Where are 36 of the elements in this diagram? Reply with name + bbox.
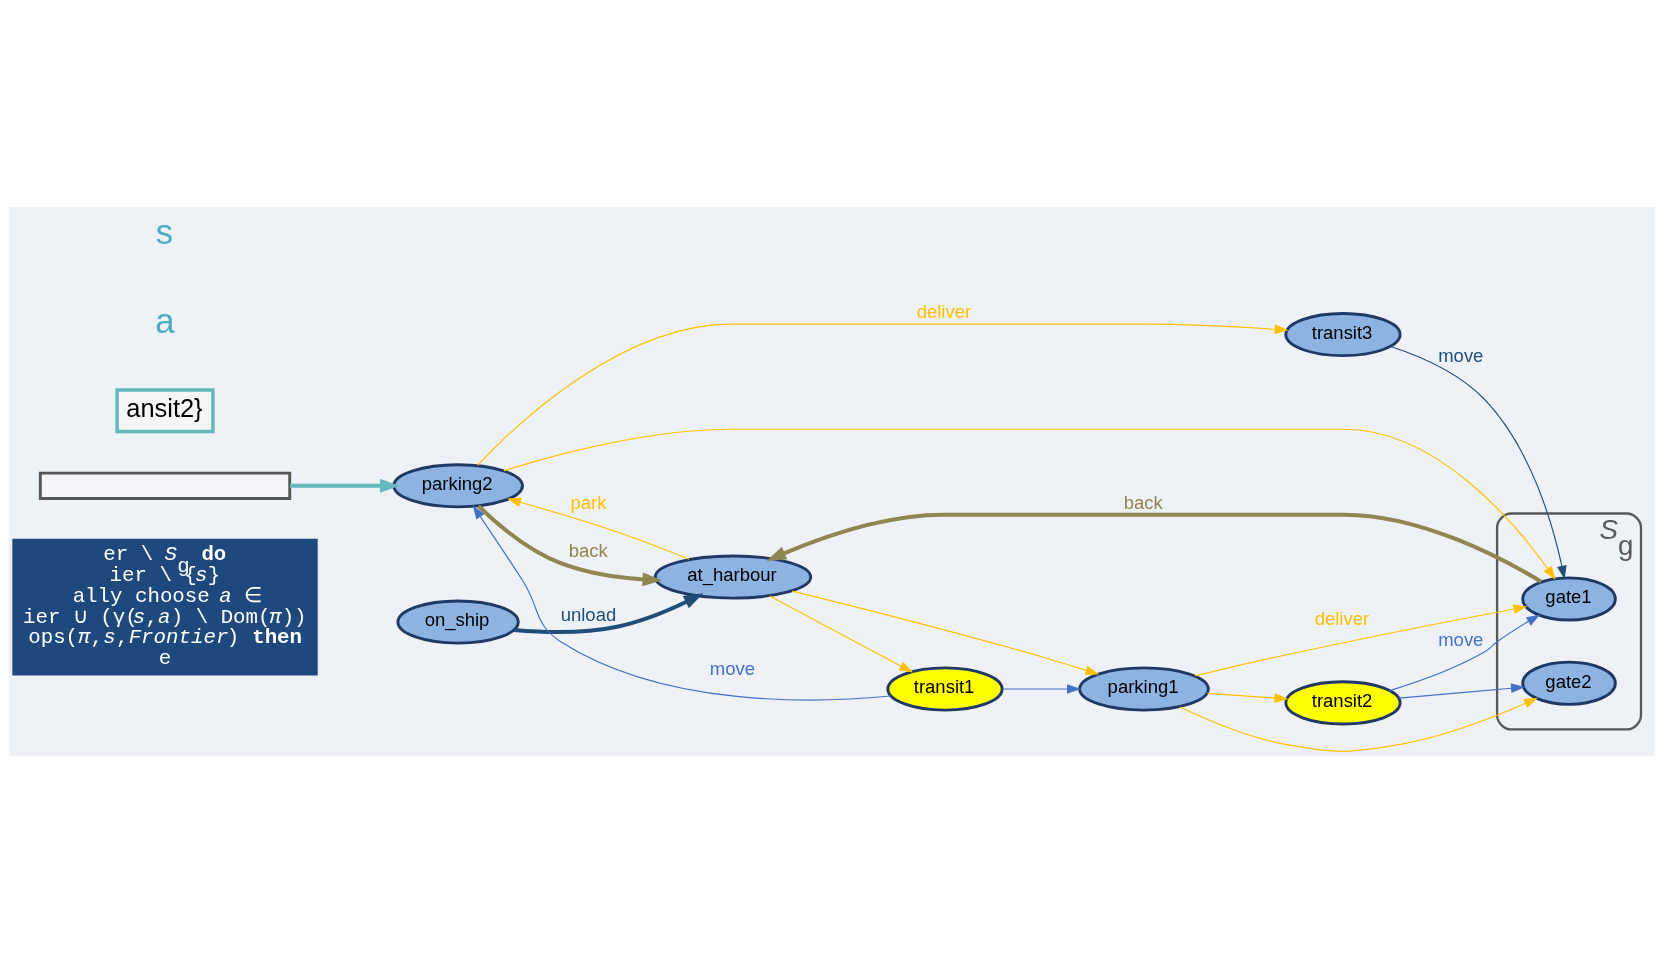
node-ellipse: at_harbour — [653, 554, 813, 600]
edge-label: unload — [560, 603, 617, 625]
arrow — [507, 497, 690, 560]
edge-label: park — [570, 491, 607, 513]
node-ellipse: transit1 — [886, 666, 1004, 712]
arrow — [1390, 345, 1567, 580]
node-ellipse: transit2 — [1284, 680, 1402, 726]
node-ellipse: gate1 — [1521, 576, 1617, 622]
label: a — [155, 301, 175, 340]
edge-label: back — [568, 540, 608, 562]
arrow — [1398, 683, 1525, 699]
arrow — [514, 593, 704, 634]
arrow — [1194, 604, 1528, 677]
arrow — [766, 512, 1543, 584]
arrow — [503, 428, 1556, 580]
node-ellipse: on_ship — [396, 599, 520, 645]
arrow — [1389, 614, 1541, 692]
node-ellipse: transit3 — [1284, 312, 1402, 358]
edge-label: move — [1438, 345, 1484, 367]
edge-label: move — [1438, 629, 1484, 651]
edge-label: back — [1123, 491, 1163, 513]
arrow — [477, 504, 663, 587]
label: s — [155, 212, 174, 251]
edge-label: deliver — [916, 301, 972, 323]
node-box: ansit2} — [115, 388, 215, 434]
arrow — [791, 590, 1100, 675]
edge-label: move — [709, 657, 756, 679]
edge-label: deliver — [1314, 608, 1370, 630]
arrow — [472, 505, 892, 701]
arrow — [1001, 684, 1081, 694]
node-box — [38, 471, 292, 500]
arrow — [1179, 697, 1538, 752]
arrow — [476, 323, 1289, 466]
arrow — [769, 595, 914, 673]
arrow — [289, 478, 400, 493]
arrow — [1206, 692, 1289, 703]
